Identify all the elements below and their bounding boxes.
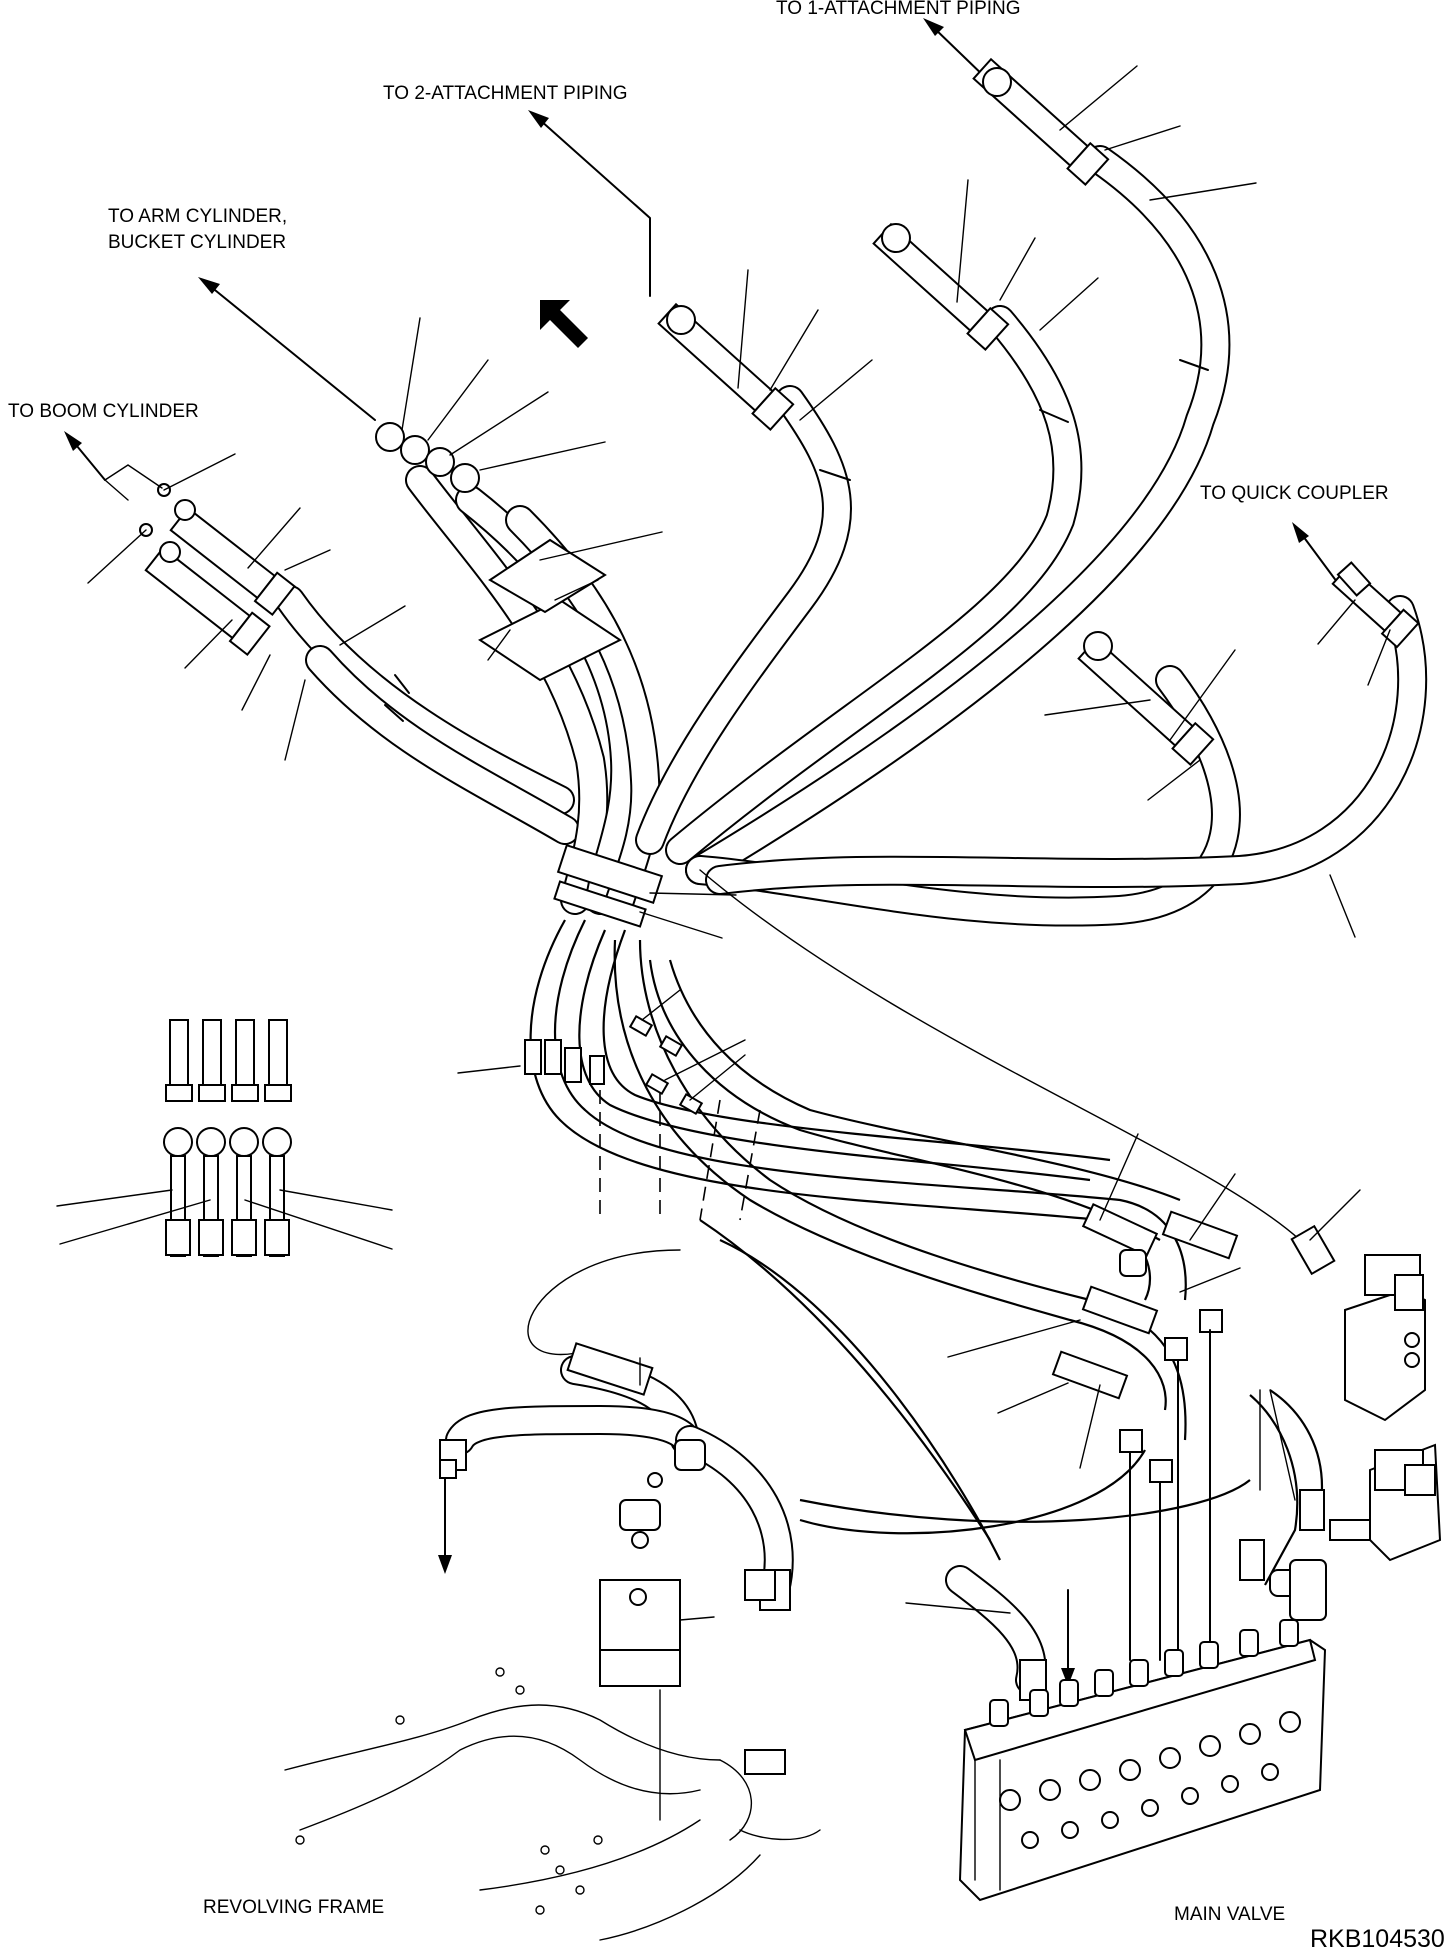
label-to-boom-cylinder: TO BOOM CYLINDER <box>8 401 199 422</box>
view-direction-arrow <box>540 300 588 348</box>
label-to-1-attachment-piping: TO 1-ATTACHMENT PIPING <box>776 0 1021 19</box>
1-attachment-hoses <box>665 57 1257 885</box>
swivel-joint <box>599 1472 776 1821</box>
boom-cylinder-hoses <box>87 453 580 845</box>
valve-elbows <box>947 1133 1241 1661</box>
swivel-hoses <box>439 1219 1251 1701</box>
label-bucket-cylinder: BUCKET CYLINDER <box>108 232 286 253</box>
quick-coupler-hoses <box>685 561 1428 938</box>
solenoid-valve-upper <box>699 869 1426 1422</box>
main-valve <box>958 1559 1327 1902</box>
label-to-quick-coupler: TO QUICK COUPLER <box>1200 483 1389 504</box>
label-revolving-frame: REVOLVING FRAME <box>203 1897 384 1918</box>
revolving-frame <box>284 1667 821 1941</box>
label-main-valve: MAIN VALVE <box>1174 1904 1285 1925</box>
lower-pipe-bundle <box>457 919 1187 1441</box>
label-to-arm-cylinder: TO ARM CYLINDER, <box>108 206 287 227</box>
solenoid-valve-lower <box>1239 1389 1442 1597</box>
drawing-code: RKB104530 <box>1310 1925 1445 1953</box>
label-to-2-attachment-piping: TO 2-ATTACHMENT PIPING <box>383 83 628 104</box>
direction-arrows <box>64 18 1341 1686</box>
2-attachment-hose <box>635 269 873 855</box>
hose-clamp <box>553 843 737 939</box>
pipe-set-inset <box>56 1019 393 1257</box>
